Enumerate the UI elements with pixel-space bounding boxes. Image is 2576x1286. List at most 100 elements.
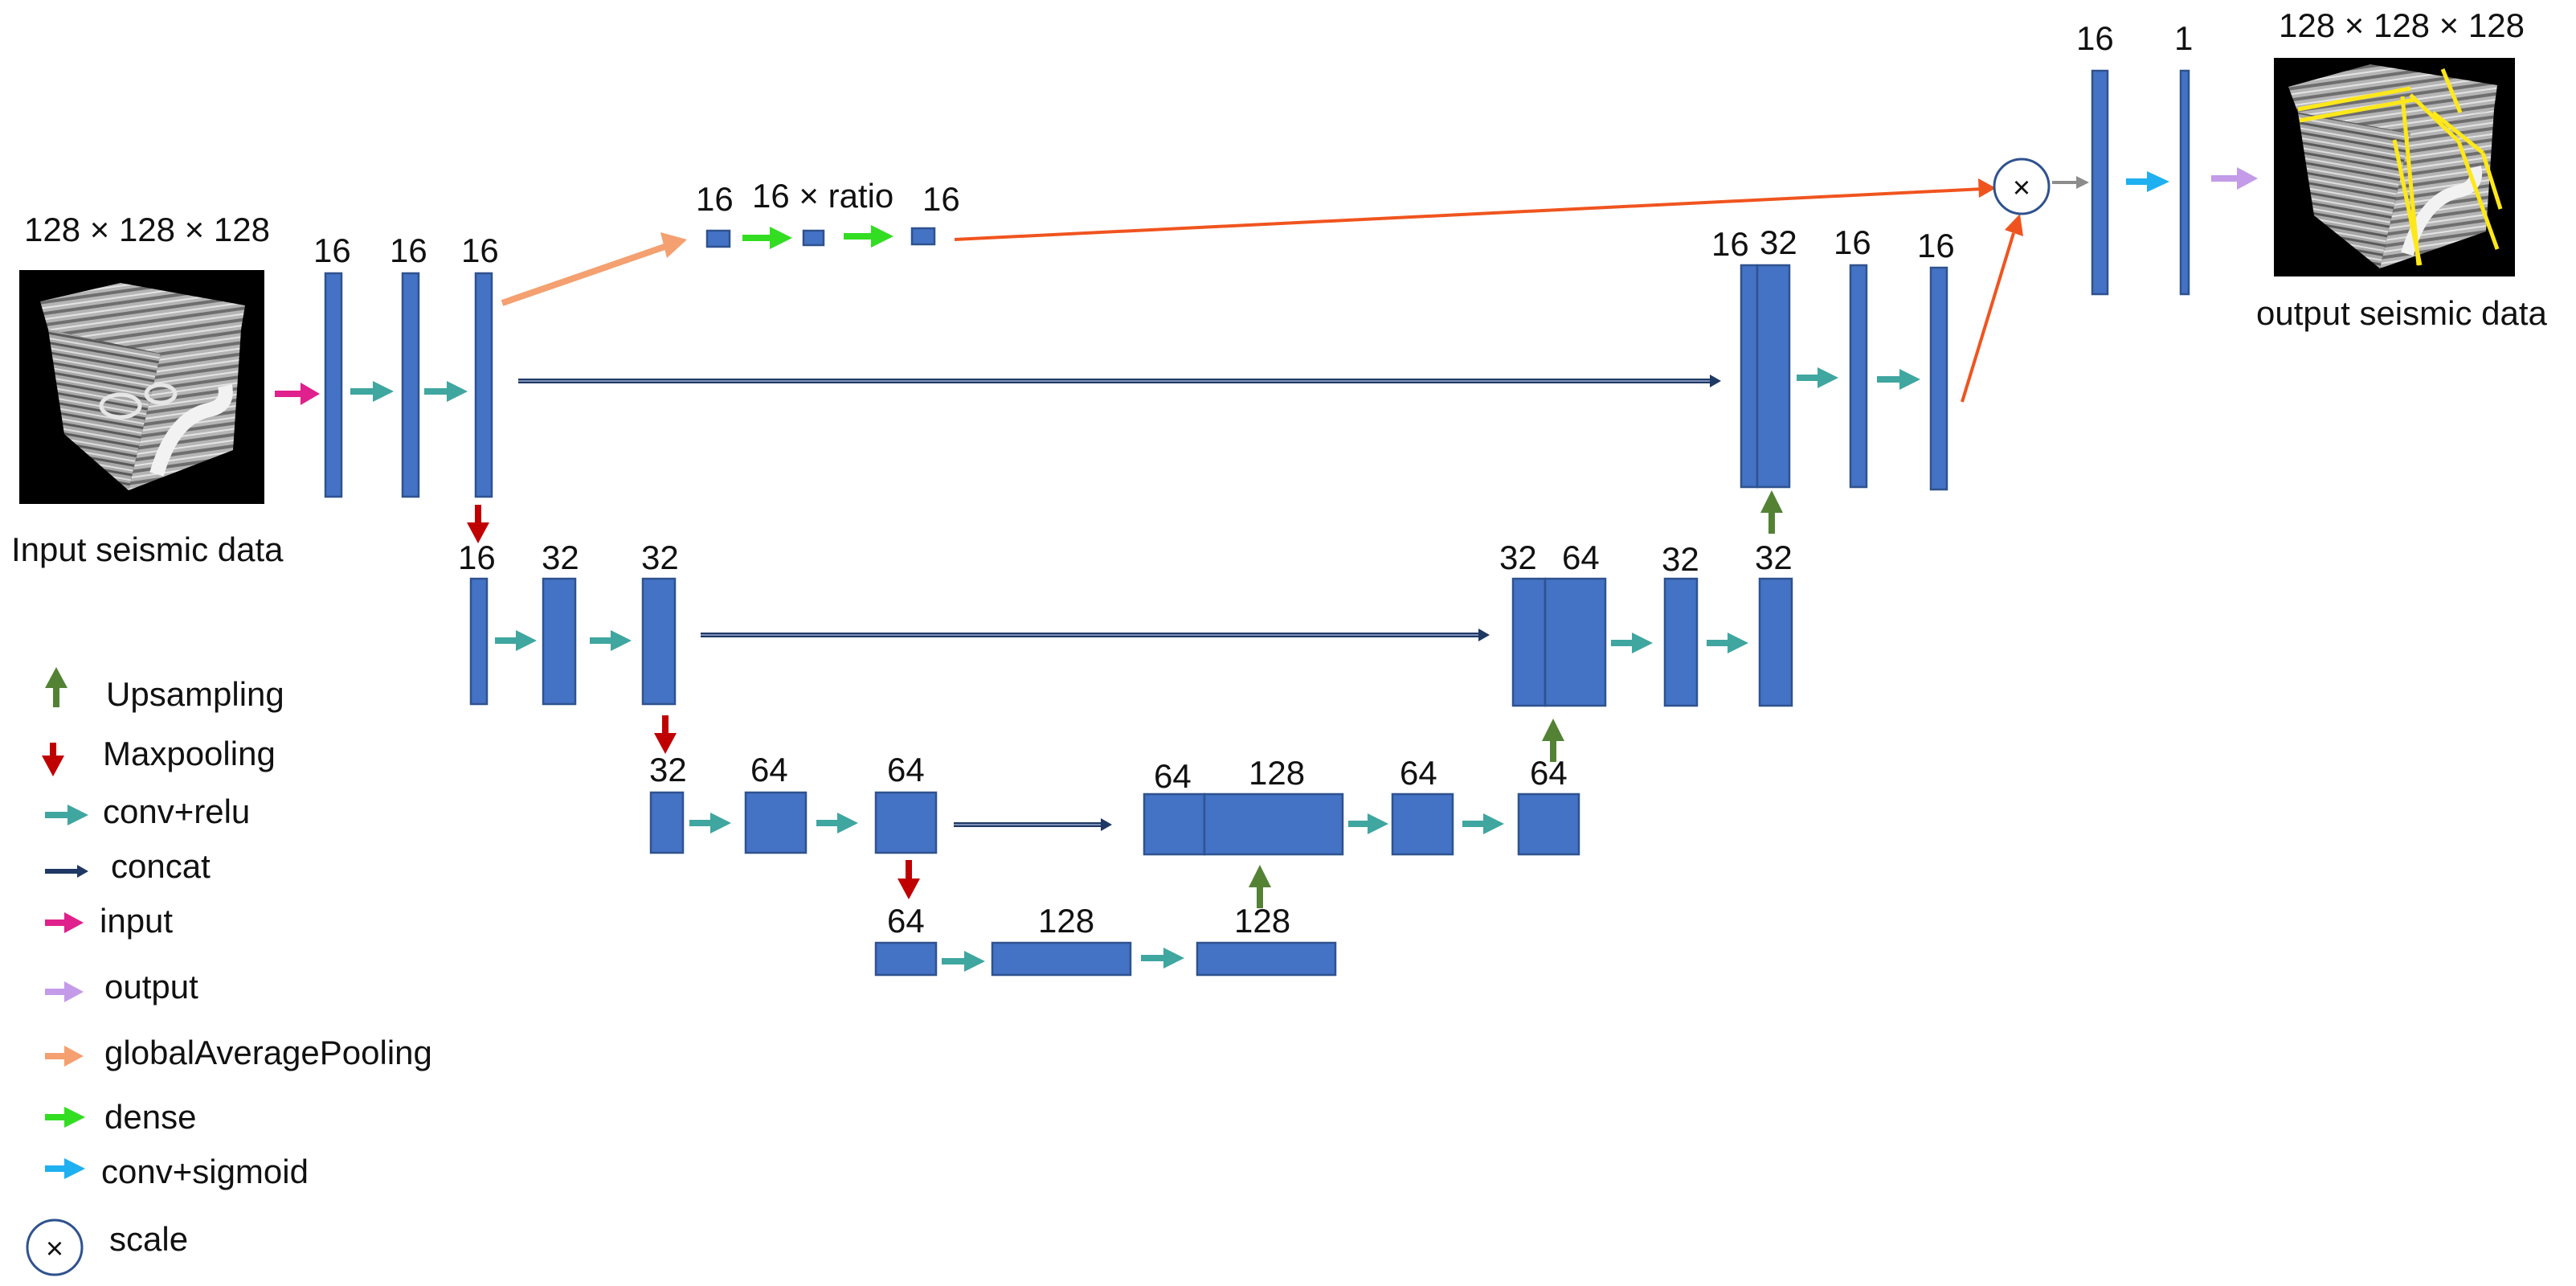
dec1-label-3: 16 <box>1834 223 1871 261</box>
conv-sigmoid-arrow-icon <box>2126 171 2169 192</box>
conv-relu-arrow-icon <box>1348 813 1388 834</box>
dec1-label-1: 16 <box>1711 225 1749 263</box>
se-block-2 <box>802 229 825 247</box>
enc1-label-1: 16 <box>313 231 351 269</box>
enc2-block-1 <box>469 577 489 706</box>
legend-conv-sigmoid-icon <box>45 1158 85 1179</box>
output-arrow-icon <box>2211 167 2258 190</box>
output-seismic-cube <box>2274 58 2515 276</box>
enc3-label-3: 64 <box>887 751 925 788</box>
dec1-block-3 <box>1929 266 1948 491</box>
dec3-label-1: 64 <box>1154 757 1192 795</box>
final-block-1 <box>2091 69 2109 296</box>
upsampling-arrow-icon <box>1249 865 1271 908</box>
dec3-label-4: 64 <box>1530 754 1568 792</box>
enc2-block-3 <box>641 577 677 706</box>
input-seismic-cube <box>19 270 264 504</box>
concat-arrow-level2-icon <box>701 629 1490 641</box>
dec2-label-3: 32 <box>1662 540 1699 578</box>
legend-label-concat: concat <box>111 847 211 885</box>
dec2-block-3 <box>1758 577 1793 707</box>
conv-relu-arrow-icon <box>816 813 858 833</box>
enc3-label-2: 64 <box>750 751 788 788</box>
dense-arrow-icon <box>844 225 893 248</box>
enc3-block-2 <box>744 791 808 854</box>
conv-relu-arrow-icon <box>942 951 985 972</box>
legend-label-input: input <box>100 902 173 940</box>
legend-label-conv-sigmoid: conv+sigmoid <box>101 1153 309 1190</box>
legend-concat-icon <box>45 865 88 878</box>
conv-relu-arrow-icon <box>350 381 394 402</box>
legend-conv-relu-icon <box>45 805 88 825</box>
dense-arrow-icon <box>742 227 792 249</box>
legend-label-dense: dense <box>104 1098 196 1136</box>
dec2-block-2 <box>1663 577 1699 707</box>
legend-input-icon <box>45 912 84 933</box>
enc3-block-3 <box>874 791 938 854</box>
enc1-label-3: 16 <box>461 231 499 269</box>
legend-upsampling-icon <box>45 667 67 707</box>
final-label-2: 1 <box>2174 19 2193 57</box>
se-label-1: 16 <box>696 180 734 218</box>
conv-relu-arrow-icon <box>1797 367 1838 388</box>
concat-arrow-level1-icon <box>518 375 1721 387</box>
dec1-block-2 <box>1849 264 1868 489</box>
se-block-3 <box>910 227 936 246</box>
legend: Upsampling Maxpooling conv+relu concat i… <box>26 667 432 1276</box>
legend-label-conv-relu: conv+relu <box>103 792 250 830</box>
dec1-block-concat-b <box>1756 264 1791 489</box>
bottleneck-block-1 <box>874 941 938 977</box>
dec3-block-2 <box>1391 792 1454 856</box>
conv-relu-arrow-icon <box>1141 948 1184 969</box>
legend-label-upsampling: Upsampling <box>106 675 284 713</box>
dec3-block-concat-a <box>1143 792 1206 856</box>
fault-lines <box>2297 68 2503 266</box>
dec3-label-3: 64 <box>1400 754 1437 792</box>
enc2-label-3: 32 <box>641 539 679 576</box>
dec3-block-concat-b <box>1203 792 1344 856</box>
conv-relu-arrow-icon <box>1707 633 1748 653</box>
se-label-2: 16 × ratio <box>752 177 893 215</box>
legend-label-maxpooling: Maxpooling <box>103 735 276 772</box>
bottleneck-label-1: 64 <box>887 902 925 940</box>
enc1-block-3 <box>474 272 493 498</box>
bottleneck-block-2 <box>991 941 1132 977</box>
scale-multiply-circle-icon: × <box>1993 158 2051 215</box>
dec1-block-concat-a <box>1740 264 1759 489</box>
enc2-label-2: 32 <box>542 539 579 576</box>
enc3-label-1: 32 <box>649 751 687 788</box>
upsampling-arrow-icon <box>1760 490 1783 534</box>
scale-input-arrow-icon <box>1961 214 2023 403</box>
maxpool-arrow-icon <box>654 715 677 754</box>
conv-relu-arrow-icon <box>1611 633 1653 653</box>
legend-label-output: output <box>104 968 198 1005</box>
bottleneck-block-3 <box>1196 941 1337 977</box>
final-label-1: 16 <box>2076 19 2114 57</box>
conv-relu-arrow-icon <box>1462 813 1504 834</box>
legend-scale-multiply-circle-icon: × <box>26 1218 84 1276</box>
dec3-label-2: 128 <box>1249 754 1305 792</box>
output-seismic-label: output seismic data <box>2256 294 2548 332</box>
legend-dense-icon <box>45 1107 85 1128</box>
dec1-label-4: 16 <box>1917 227 1955 264</box>
dec2-label-1: 32 <box>1499 539 1537 576</box>
legend-global-average-pooling-icon <box>45 1046 84 1067</box>
maxpool-arrow-icon <box>467 505 489 543</box>
bottleneck-label-2: 128 <box>1038 902 1094 940</box>
legend-output-icon <box>45 981 84 1002</box>
identity-arrow-icon <box>2052 176 2089 189</box>
dec1-label-2: 32 <box>1760 223 1797 261</box>
conv-relu-arrow-icon <box>590 630 632 651</box>
legend-label-global-average-pooling: globalAveragePooling <box>104 1034 432 1071</box>
enc3-block-1 <box>649 791 685 854</box>
enc1-block-1 <box>324 272 343 498</box>
dec2-block-concat-a <box>1511 577 1547 707</box>
dec2-block-concat-b <box>1544 577 1607 707</box>
conv-relu-arrow-icon <box>1877 369 1920 390</box>
global-average-pooling-arrow-icon <box>501 232 687 306</box>
enc1-block-2 <box>401 272 420 498</box>
concat-arrow-level3-icon <box>954 818 1112 831</box>
svg-text:×: × <box>46 1232 63 1266</box>
dec3-block-3 <box>1517 792 1580 856</box>
